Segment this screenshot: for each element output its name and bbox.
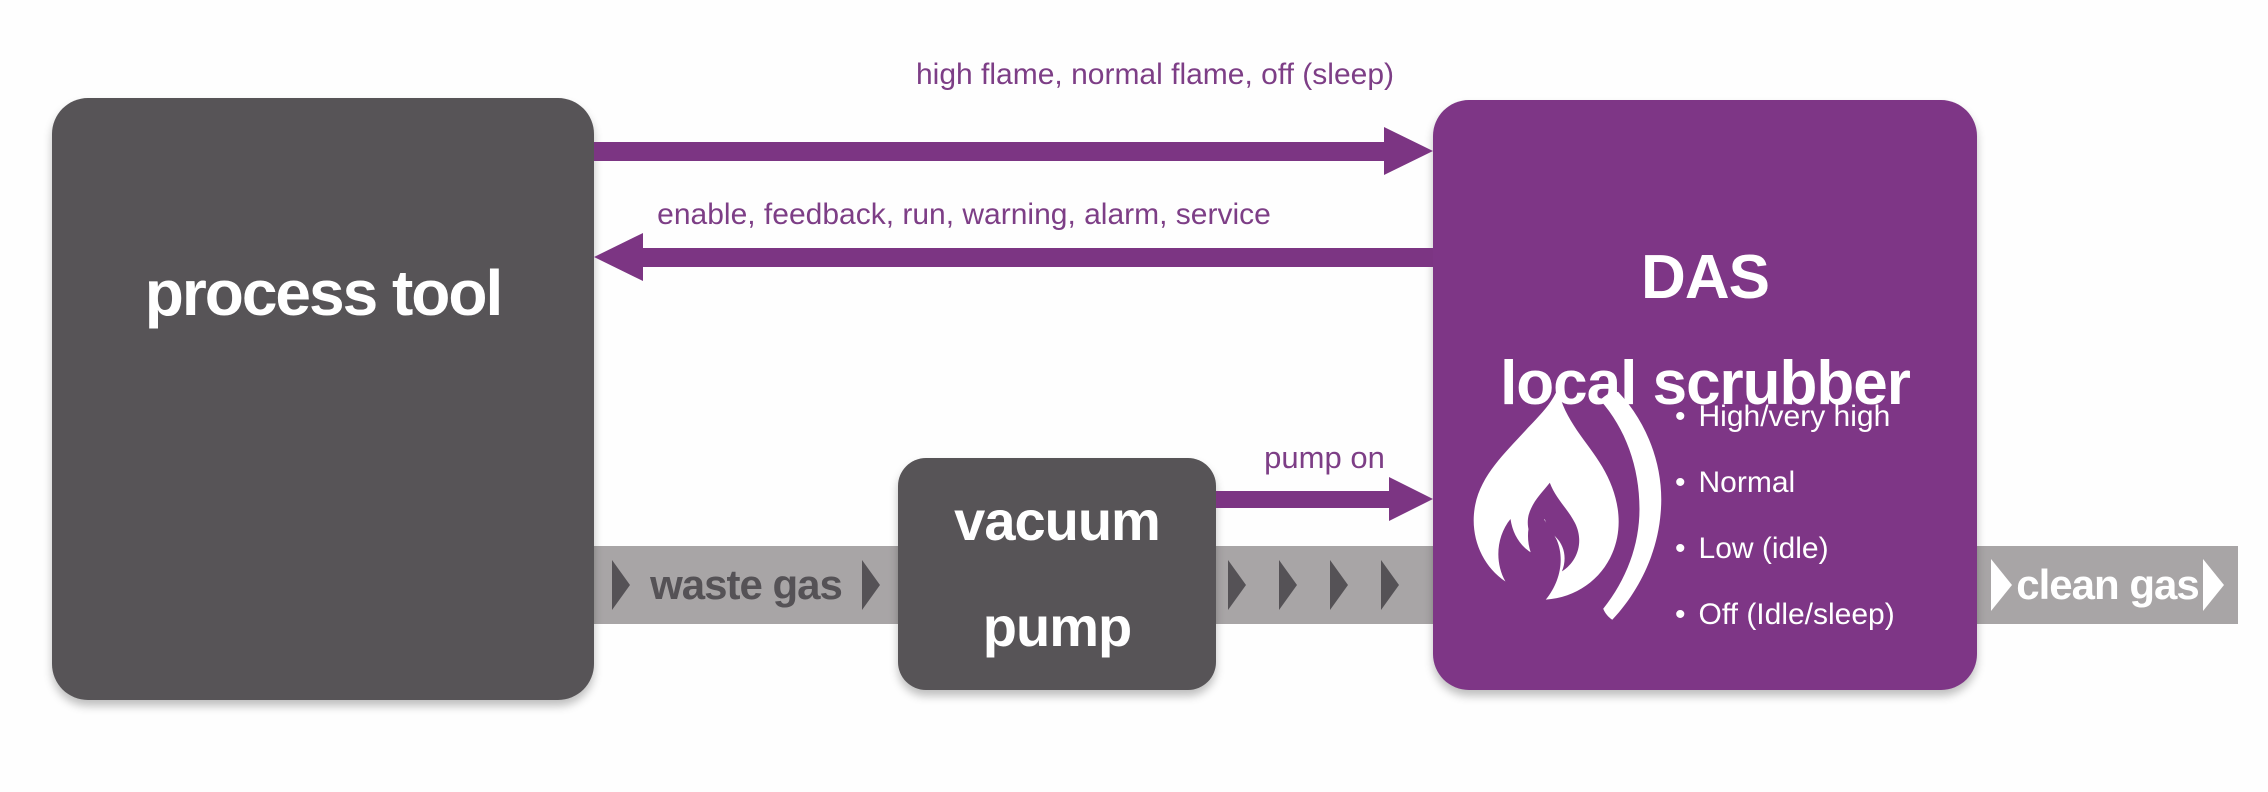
vacuum-pump-node: vacuum pump xyxy=(898,458,1216,690)
arrow-pump-to-scrubber xyxy=(1216,491,1389,508)
flow-chevron-icon xyxy=(862,560,880,610)
clean-gas-label: clean gas xyxy=(2016,561,2199,608)
scrubber-mode-list: High/very high Normal Low (idle) Off (Id… xyxy=(1675,402,1895,666)
pump-to-scrubber-flow-band xyxy=(1216,546,1433,624)
arrowhead-right-icon xyxy=(1389,477,1433,521)
flow-chevron-icon xyxy=(1279,560,1297,610)
arrow-scrubber-to-process xyxy=(643,248,1433,267)
process-to-scrubber-signal-label: high flame, normal flame, off (sleep) xyxy=(916,58,1394,91)
pump-on-signal-label: pump on xyxy=(1264,440,1385,475)
arrowhead-right-icon xyxy=(1384,127,1433,175)
flame-icon xyxy=(1473,388,1662,620)
scrubber-to-process-signal-label: enable, feedback, run, warning, alarm, s… xyxy=(657,198,1271,231)
flow-chevron-icon xyxy=(1991,559,2012,611)
arrow-process-to-scrubber xyxy=(594,142,1384,161)
waste-gas-flow-band: waste gas xyxy=(594,546,898,624)
vacuum-pump-label-line1: vacuum xyxy=(954,489,1161,552)
waste-gas-label: waste gas xyxy=(650,561,843,608)
flow-chevron-icon xyxy=(2202,559,2224,611)
process-tool-label: process tool xyxy=(144,257,504,329)
scrubber-mode-item: Off (Idle/sleep) xyxy=(1675,600,1895,630)
flow-chevron-icon xyxy=(612,560,630,610)
scrubber-mode-item: High/very high xyxy=(1675,402,1895,432)
arrowhead-left-icon xyxy=(594,233,643,281)
vacuum-pump-label-line2: pump xyxy=(982,595,1132,658)
flow-chevron-icon xyxy=(1228,560,1246,610)
flow-chevron-icon xyxy=(1330,560,1348,610)
das-local-scrubber-node: DAS local scrubber High/very high Normal… xyxy=(1433,100,1977,690)
scrubber-title: DAS xyxy=(1641,243,1770,312)
flow-chevron-icon xyxy=(1381,560,1399,610)
scrubber-mode-item: Normal xyxy=(1675,468,1895,498)
scrubber-mode-item: Low (idle) xyxy=(1675,534,1895,564)
process-tool-node: process tool xyxy=(52,98,594,700)
clean-gas-flow-band: clean gas xyxy=(1977,546,2238,624)
